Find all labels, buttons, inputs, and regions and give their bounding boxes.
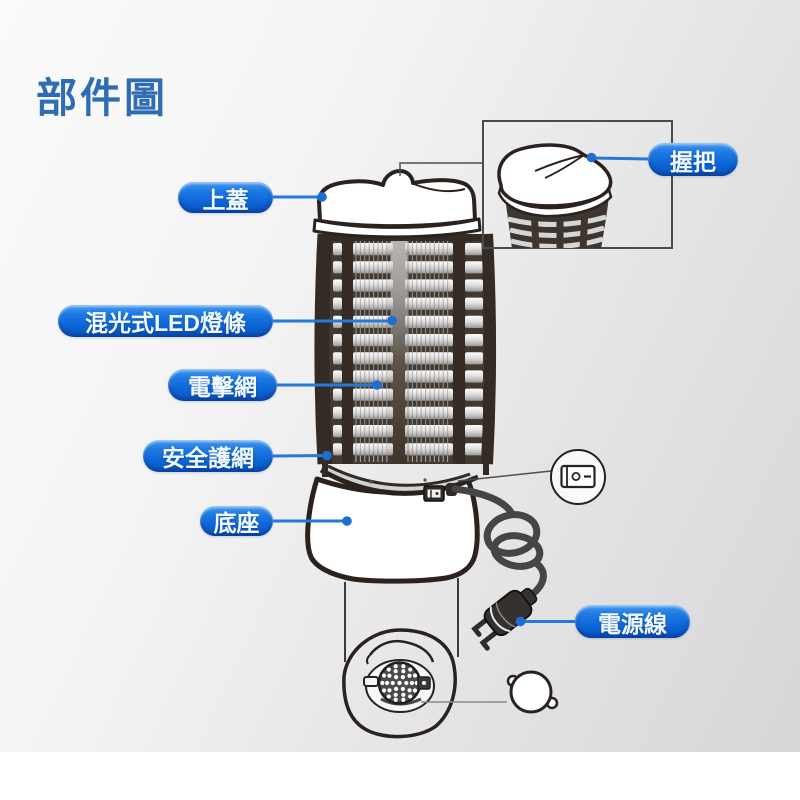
callout-dots [317,152,597,627]
label-led-strip: 混光式LED燈條 [58,305,273,337]
handle-inset-drawing [497,143,613,248]
page-title: 部件圖 [36,75,168,121]
label-handle: 握把 [648,143,738,176]
cage-drawing [314,233,496,465]
label-base: 底座 [200,506,273,536]
label-electric-grid: 電擊網 [168,369,277,401]
safety-mesh-slats [333,243,483,456]
detail-pointer-lines [399,162,552,482]
base-drawing [305,462,489,584]
label-safety-mesh: 安全護網 [143,440,273,472]
callout-lines [271,156,649,623]
label-power-cord: 電源線 [575,605,690,638]
rocker-switch-icon [560,464,596,489]
base-bottom-view [342,628,559,739]
power-cord-drawing [451,485,547,651]
top-cover-drawing [312,169,482,239]
wire-shadows [355,243,449,456]
led-tube [390,234,408,464]
switch-inset-circle [550,449,606,505]
background-bottom-strip [0,752,800,800]
bottom-tab [363,676,379,687]
handle-inset-box [482,120,673,249]
bottom-cover-cap [506,670,559,714]
electric-grid-wires [355,236,449,462]
label-top-cover: 上蓋 [178,182,273,213]
projection-lines [344,578,459,662]
power-plug-icon [471,587,538,651]
